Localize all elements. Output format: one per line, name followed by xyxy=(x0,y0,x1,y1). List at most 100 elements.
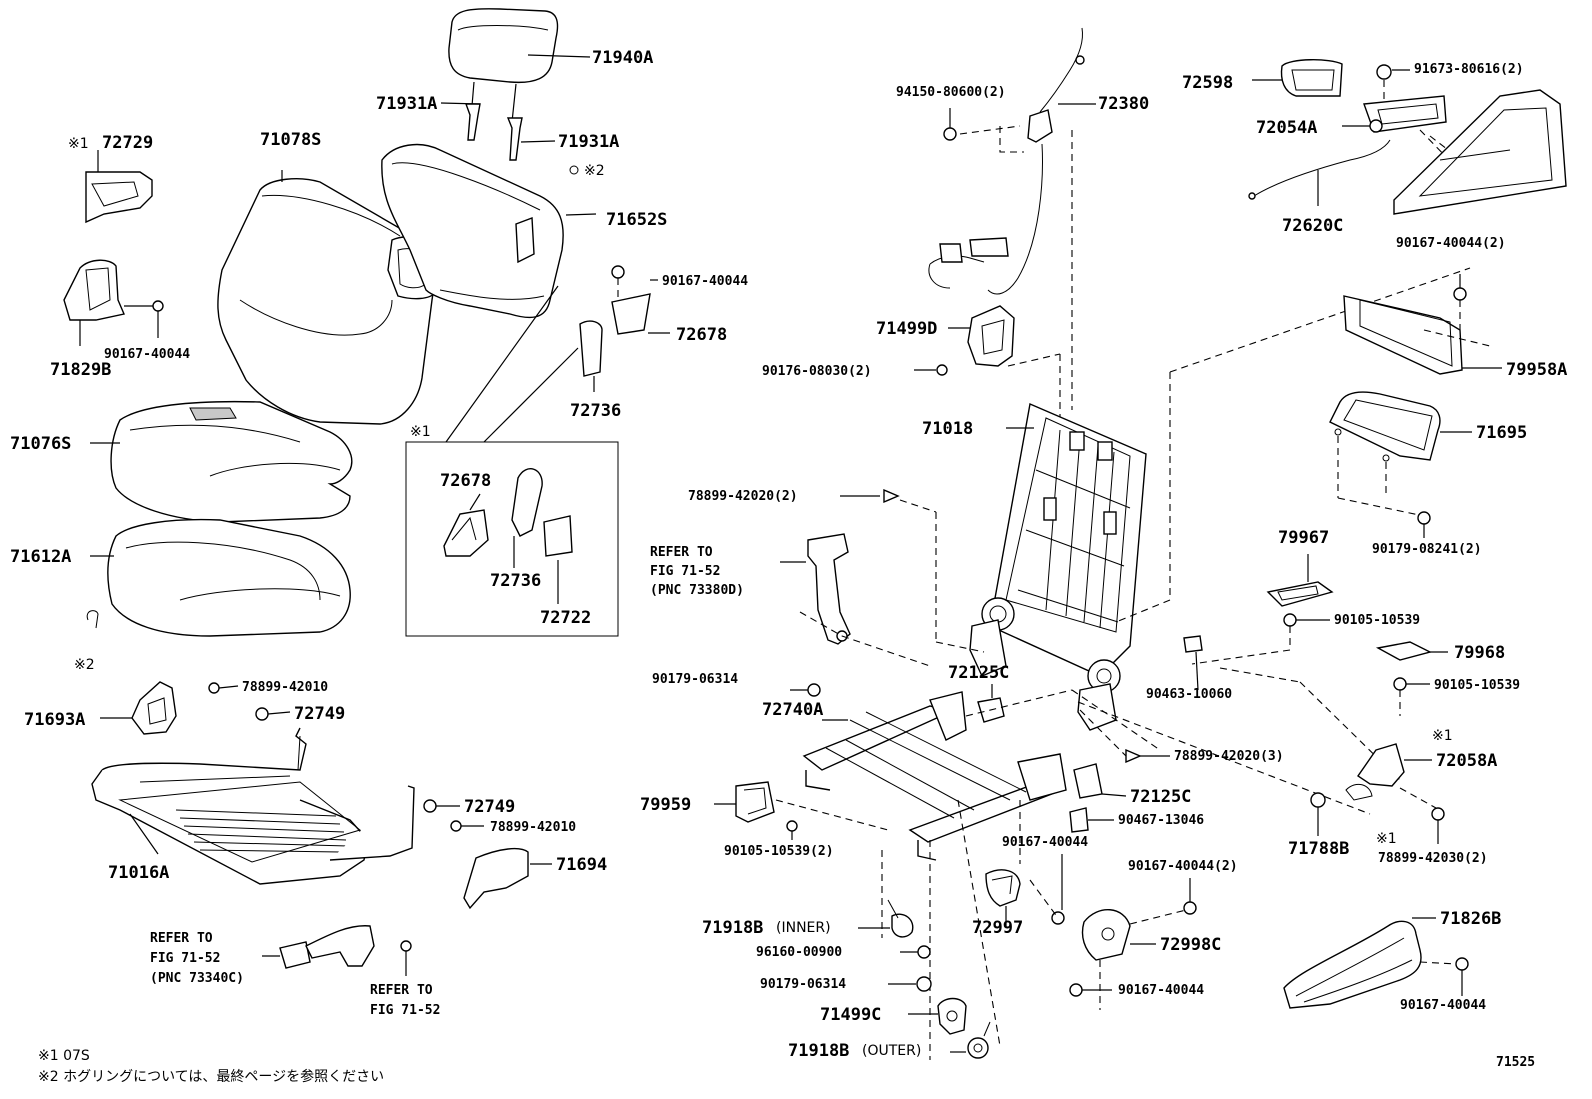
part-labels: 71940A 71931A 71931A ※2 71078S 71652S ※1… xyxy=(10,48,1567,1061)
label-90167-40044-f: 90167-40044(2) xyxy=(1396,236,1506,251)
label-refer2-a: REFER TO xyxy=(370,983,433,998)
label-71826B: 71826B xyxy=(1440,909,1501,929)
label-note1-box: ※1 xyxy=(410,424,431,440)
label-71499D: 71499D xyxy=(876,319,937,339)
cover-79968 xyxy=(1375,641,1448,716)
nut-90179-lower xyxy=(888,976,932,992)
cable-72380 xyxy=(928,27,1096,410)
label-90176: 90176-08030(2) xyxy=(762,364,872,379)
label-78899-42020-3: 78899-42020(3) xyxy=(1174,749,1284,764)
label-72380: 72380 xyxy=(1098,94,1149,114)
label-90167-40044-d: 90167-40044(2) xyxy=(1128,859,1238,874)
label-72749-b: 72749 xyxy=(464,797,515,817)
screw-78899-42020 xyxy=(840,488,900,504)
label-72722: 72722 xyxy=(540,608,591,628)
nut-90179-top xyxy=(790,683,821,697)
label-90167-40044-e: 90167-40044 xyxy=(1118,983,1204,998)
label-refer1-a: REFER TO xyxy=(150,931,213,946)
side-cover-71826B xyxy=(1283,917,1469,1009)
label-outer: (OUTER) xyxy=(862,1043,921,1059)
label-72997: 72997 xyxy=(972,918,1023,938)
label-note2-head: ※2 xyxy=(584,163,605,179)
clip-90467 xyxy=(1069,807,1114,833)
label-72125C-b: 72125C xyxy=(1130,787,1191,807)
label-72749-a: 72749 xyxy=(294,704,345,724)
label-refer3-a: REFER TO xyxy=(650,545,713,560)
label-71829B: 71829B xyxy=(50,360,111,380)
screw-90105-a xyxy=(1191,613,1330,665)
bracket-71499D xyxy=(914,305,1061,420)
label-72058A: 72058A xyxy=(1436,751,1497,771)
label-72678-b: 72678 xyxy=(440,471,491,491)
pin-90463 xyxy=(1183,635,1203,691)
cover-72125C-a xyxy=(977,684,1005,723)
seat-springs xyxy=(175,809,349,853)
clip-71788B xyxy=(1310,792,1326,836)
spring-71918B-inner xyxy=(858,899,931,959)
label-71612A: 71612A xyxy=(10,547,71,567)
label-71694: 71694 xyxy=(556,855,607,875)
label-refer2-b: FIG 71-52 xyxy=(370,1003,440,1018)
label-71940A: 71940A xyxy=(592,48,653,68)
label-90105-10539-2: 90105-10539(2) xyxy=(724,844,834,859)
spring-71918B-outer xyxy=(950,1021,991,1059)
label-72620C: 72620C xyxy=(1282,216,1343,236)
seatback-cover xyxy=(217,170,441,425)
bracket-71499C xyxy=(908,997,967,1035)
bracket-72729 xyxy=(85,150,153,224)
label-90179-06314-a: 90179-06314 xyxy=(652,672,738,687)
screw-78899-42020-3 xyxy=(1079,709,1170,764)
bracket-71693A xyxy=(100,681,177,735)
bracket-71829B xyxy=(63,259,164,346)
nut-72749 xyxy=(423,799,484,832)
label-94150: 94150-80600(2) xyxy=(896,85,1006,100)
label-90105-10539-a: 90105-10539 xyxy=(1334,613,1420,628)
label-72678-a: 72678 xyxy=(676,325,727,345)
label-90179-08241: 90179-08241(2) xyxy=(1372,542,1482,557)
bracket-72058A xyxy=(1345,743,1432,801)
cover-72998C xyxy=(1069,878,1197,1010)
seat-track xyxy=(802,667,1401,1060)
label-91673: 91673-80616(2) xyxy=(1414,62,1524,77)
label-96160: 96160-00900 xyxy=(756,945,842,960)
label-71918B-outer: 71918B xyxy=(788,1041,849,1061)
label-90463: 90463-10060 xyxy=(1146,687,1232,702)
label-note2-seat: ※2 xyxy=(74,657,95,673)
label-72729: 72729 xyxy=(102,133,153,153)
detail-box xyxy=(405,285,619,637)
covers-72678-72736 xyxy=(579,265,670,392)
seatback-pad xyxy=(381,143,597,319)
cable-72620C xyxy=(1248,139,1391,206)
trim-panel-right xyxy=(1393,89,1567,215)
label-inner: (INNER) xyxy=(776,920,831,936)
label-90167-40044-c: 90167-40044 xyxy=(1002,835,1088,850)
label-72598: 72598 xyxy=(1182,73,1233,93)
label-71076S: 71076S xyxy=(10,434,71,454)
figure-id: 71525 xyxy=(1496,1055,1535,1070)
label-72736-b: 72736 xyxy=(490,571,541,591)
label-refer3-b: FIG 71-52 xyxy=(650,564,720,579)
label-71016A: 71016A xyxy=(108,863,169,883)
label-71693A: 71693A xyxy=(24,710,85,730)
screw-78899-42030 xyxy=(1399,787,1445,844)
label-71931A-2: 71931A xyxy=(558,132,619,152)
headrest xyxy=(440,8,591,175)
label-refer1-c: (PNC 73340C) xyxy=(150,971,244,986)
label-79967: 79967 xyxy=(1278,528,1329,548)
label-78899-42020-2: 78899-42020(2) xyxy=(688,489,798,504)
label-71788B: 71788B xyxy=(1288,839,1349,859)
label-79968: 79968 xyxy=(1454,643,1505,663)
label-71652S: 71652S xyxy=(606,210,667,230)
seatback-frame xyxy=(899,267,1471,731)
seatbelt-buckle-center xyxy=(780,533,931,667)
screw-91673 xyxy=(1376,64,1410,80)
label-90167-40044-b: 90167-40044 xyxy=(104,347,190,362)
label-78899-42010-a: 78899-42010 xyxy=(242,680,328,695)
cover-79967 xyxy=(1266,554,1334,607)
label-79959: 79959 xyxy=(640,795,691,815)
label-72998C: 72998C xyxy=(1160,935,1221,955)
label-72740A: 72740A xyxy=(762,700,823,720)
handle-72598 xyxy=(1252,59,1343,97)
label-refer1-b: FIG 71-52 xyxy=(150,951,220,966)
label-note1-72729: ※1 xyxy=(68,136,89,152)
